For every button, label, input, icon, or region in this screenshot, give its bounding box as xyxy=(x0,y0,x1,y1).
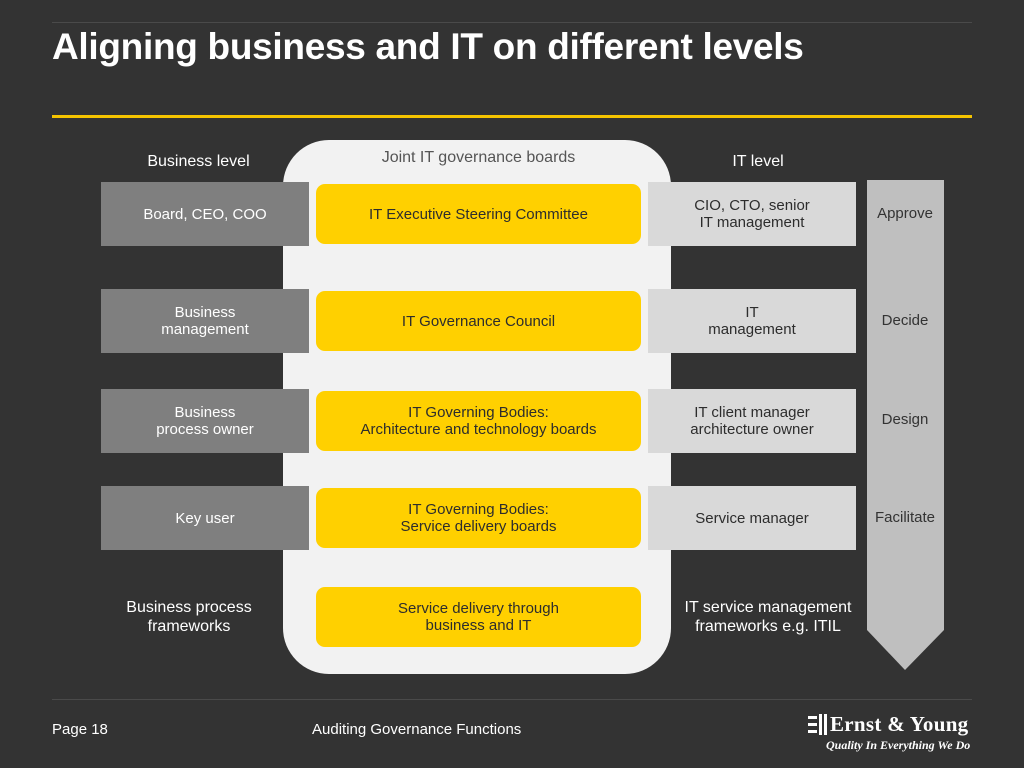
governance-box-service-delivery-boards: IT Governing Bodies: Service delivery bo… xyxy=(316,488,641,548)
it-box-cio-cto: CIO, CTO, senior IT management xyxy=(648,182,856,246)
logo-tagline: Quality In Everything We Do xyxy=(826,738,971,752)
governance-box-service-delivery: Service delivery through business and IT xyxy=(316,587,641,647)
it-frameworks-text: IT service management frameworks e.g. IT… xyxy=(684,599,852,635)
footer-subject: Auditing Governance Functions xyxy=(312,721,522,738)
business-box-process-owner: Business process owner xyxy=(101,389,309,453)
joint-boards-heading: Joint IT governance boards xyxy=(381,149,576,166)
stage-label-decide: Decide xyxy=(881,312,929,329)
stage-label-design: Design xyxy=(881,411,929,428)
business-frameworks-text: Business process frameworks xyxy=(126,599,252,635)
it-box-service-manager: Service manager xyxy=(648,486,856,550)
business-box-key-user: Key user xyxy=(101,486,309,550)
page-number: Page 18 xyxy=(52,721,108,738)
business-level-heading: Business level xyxy=(147,153,250,170)
it-level-heading: IT level xyxy=(732,153,784,170)
process-arrow-icon xyxy=(867,180,944,670)
it-box-client-manager: IT client manager architecture owner xyxy=(648,389,856,453)
logo-wordmark: Ernst & Young xyxy=(830,712,969,736)
it-box-it-management: IT management xyxy=(648,289,856,353)
business-box-management: Business management xyxy=(101,289,309,353)
ernst-young-logo-icon xyxy=(808,714,827,735)
stage-label-facilitate: Facilitate xyxy=(874,509,936,526)
governance-box-steering-committee: IT Executive Steering Committee xyxy=(316,184,641,244)
slide-title: Aligning business and IT on different le… xyxy=(52,26,804,67)
governance-box-architecture-boards: IT Governing Bodies: Architecture and te… xyxy=(316,391,641,451)
business-box-board: Board, CEO, COO xyxy=(101,182,309,246)
governance-box-council: IT Governance Council xyxy=(316,291,641,351)
stage-label-approve: Approve xyxy=(877,205,933,222)
top-divider xyxy=(52,22,972,23)
title-underline xyxy=(52,115,972,118)
footer-divider xyxy=(52,699,972,700)
